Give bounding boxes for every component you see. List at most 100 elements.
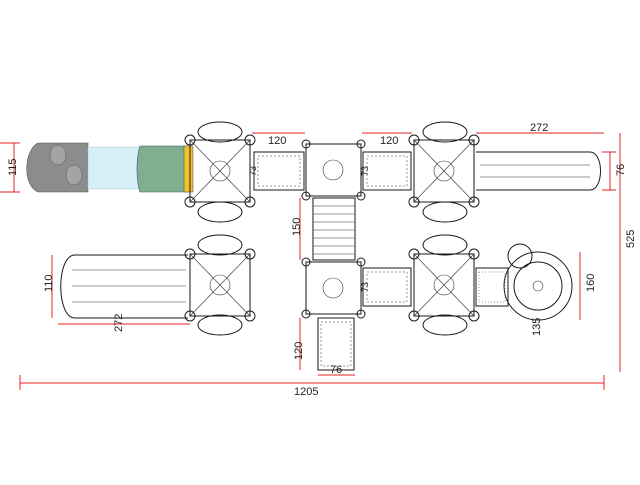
slide-right-top — [476, 151, 601, 191]
post — [184, 248, 196, 260]
spiral-inner — [513, 261, 563, 311]
post — [408, 248, 420, 260]
bridge-frame — [253, 151, 305, 191]
deck-diagonal — [189, 139, 251, 203]
dimension-lines — [0, 132, 621, 390]
post — [408, 310, 420, 322]
post — [356, 139, 366, 149]
post — [468, 134, 480, 146]
bridge-frame — [312, 197, 356, 261]
dimension-labels: 120 120 272 115 76 525 150 110 272 160 1… — [7, 122, 637, 398]
spiral-outer — [503, 251, 573, 321]
post — [244, 248, 256, 260]
deck — [189, 139, 251, 203]
tube-ring-2 — [65, 164, 83, 186]
deck-emblem — [322, 159, 344, 181]
post — [468, 196, 480, 208]
steps-frame — [475, 267, 509, 307]
dim-label-small-73a: 73 — [248, 166, 258, 176]
roof-lobe-top — [422, 234, 468, 256]
post — [468, 310, 480, 322]
roof-lobe-bottom — [422, 201, 468, 223]
spiral-slide — [503, 243, 573, 321]
deck-diagonal — [413, 253, 475, 317]
slide-left-bottom — [60, 254, 188, 319]
dim-label-right-160: 160 — [585, 274, 597, 292]
dim-label-bottom-272: 272 — [113, 314, 125, 332]
panel-net — [320, 321, 352, 367]
deck-diagonal — [189, 253, 251, 317]
deck-emblem — [433, 274, 455, 296]
tower-top-left — [184, 121, 256, 223]
deck — [413, 139, 475, 203]
dim-label-bottom-120: 120 — [293, 342, 305, 360]
dim-label-top-left-120: 120 — [268, 135, 286, 147]
deck — [413, 253, 475, 317]
center-platform-bottom — [301, 257, 366, 319]
panel-frame — [317, 317, 355, 371]
bridge-net — [366, 271, 408, 303]
deck-emblem — [433, 160, 455, 182]
dim-label-top-272: 272 — [530, 122, 548, 134]
tube-blue-section — [87, 146, 141, 190]
roof-lobe-bottom — [422, 314, 468, 336]
deck-emblem — [322, 277, 344, 299]
post — [244, 310, 256, 322]
post — [301, 257, 311, 267]
dim-label-overall-525: 525 — [625, 230, 637, 248]
post — [184, 196, 196, 208]
post — [468, 248, 480, 260]
dim-label-bottom-76: 76 — [330, 364, 342, 376]
roof-lobe-top — [197, 234, 243, 256]
post — [301, 191, 311, 201]
post — [356, 309, 366, 319]
roof-lobe-bottom — [197, 314, 243, 336]
roof-lobe-bottom — [197, 201, 243, 223]
roof-lobe-top — [422, 121, 468, 143]
dim-label-top-right-120: 120 — [380, 135, 398, 147]
dim-label-small-73b: 73 — [360, 166, 370, 176]
tube-ring-1 — [49, 144, 67, 166]
tower-bottom-left — [184, 234, 256, 336]
steps-fill — [478, 271, 506, 303]
deck-emblem — [209, 274, 231, 296]
post — [184, 310, 196, 322]
tube-slide — [26, 142, 194, 193]
spiral-top-hood — [507, 243, 533, 269]
dim-label-small-73c: 73 — [360, 282, 370, 292]
post — [408, 196, 420, 208]
deck — [189, 253, 251, 317]
post — [301, 139, 311, 149]
bridge-frame — [362, 267, 412, 307]
tower-top-right — [408, 121, 480, 223]
tower-bottom-right — [408, 234, 480, 336]
bridge-top-left — [253, 151, 305, 191]
post — [244, 134, 256, 146]
platform — [305, 261, 362, 315]
tube-yellow-entry — [183, 145, 194, 193]
post — [244, 196, 256, 208]
bridge-vertical-150 — [312, 197, 356, 261]
dim-label-left-115: 115 — [7, 158, 19, 176]
post — [301, 309, 311, 319]
bridge-top-right — [362, 151, 412, 191]
dim-label-overall-1205: 1205 — [294, 386, 318, 398]
post — [356, 257, 366, 267]
dim-label-right-76: 76 — [615, 164, 627, 176]
center-platform-top — [301, 139, 366, 201]
tube-green-section — [136, 145, 189, 193]
dim-label-150: 150 — [291, 218, 303, 236]
post — [356, 191, 366, 201]
deck-diagonal — [413, 139, 475, 203]
deck-emblem — [209, 160, 231, 182]
platform — [305, 143, 362, 197]
post — [408, 134, 420, 146]
slide-body — [60, 254, 188, 319]
roof-lobe-top — [197, 121, 243, 143]
slide-body — [476, 151, 601, 191]
bridge-bottom-right — [362, 267, 412, 307]
steps-to-spiral — [475, 267, 509, 307]
bridge-net — [257, 155, 301, 187]
